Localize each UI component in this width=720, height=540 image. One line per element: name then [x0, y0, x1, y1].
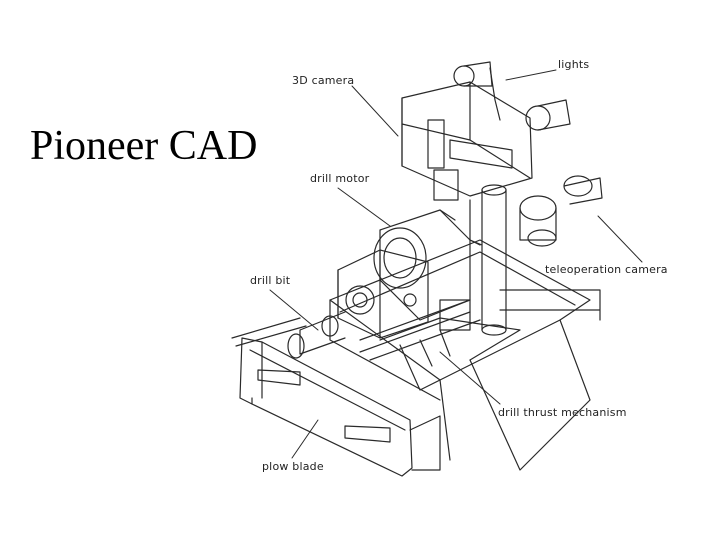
- lights-shape: [453, 61, 571, 131]
- callout-drill-motor: drill motor: [310, 172, 370, 185]
- callout-teleoperation-camera: teleoperation camera: [545, 263, 668, 276]
- teleoperation-camera-shape: [519, 175, 603, 247]
- callout-plow-blade: plow blade: [262, 460, 324, 473]
- drill-bit-shape: [287, 249, 429, 359]
- callout-3d-camera: 3D camera: [292, 74, 355, 87]
- callout-drill-thrust-mechanism: drill thrust mechanism: [498, 406, 627, 419]
- drill-motor-shape: [373, 209, 481, 321]
- 3d-camera-shape: [401, 81, 533, 201]
- callout-leaders: [269, 69, 643, 459]
- camera-mast: [469, 184, 507, 336]
- callout-lights: lights: [558, 58, 590, 71]
- slide-title: Pioneer CAD: [30, 123, 258, 169]
- chassis-frame: [329, 239, 601, 471]
- drill-thrust-rails: [359, 299, 481, 367]
- plow-blade-shape: [231, 317, 441, 477]
- callout-drill-bit: drill bit: [250, 274, 291, 287]
